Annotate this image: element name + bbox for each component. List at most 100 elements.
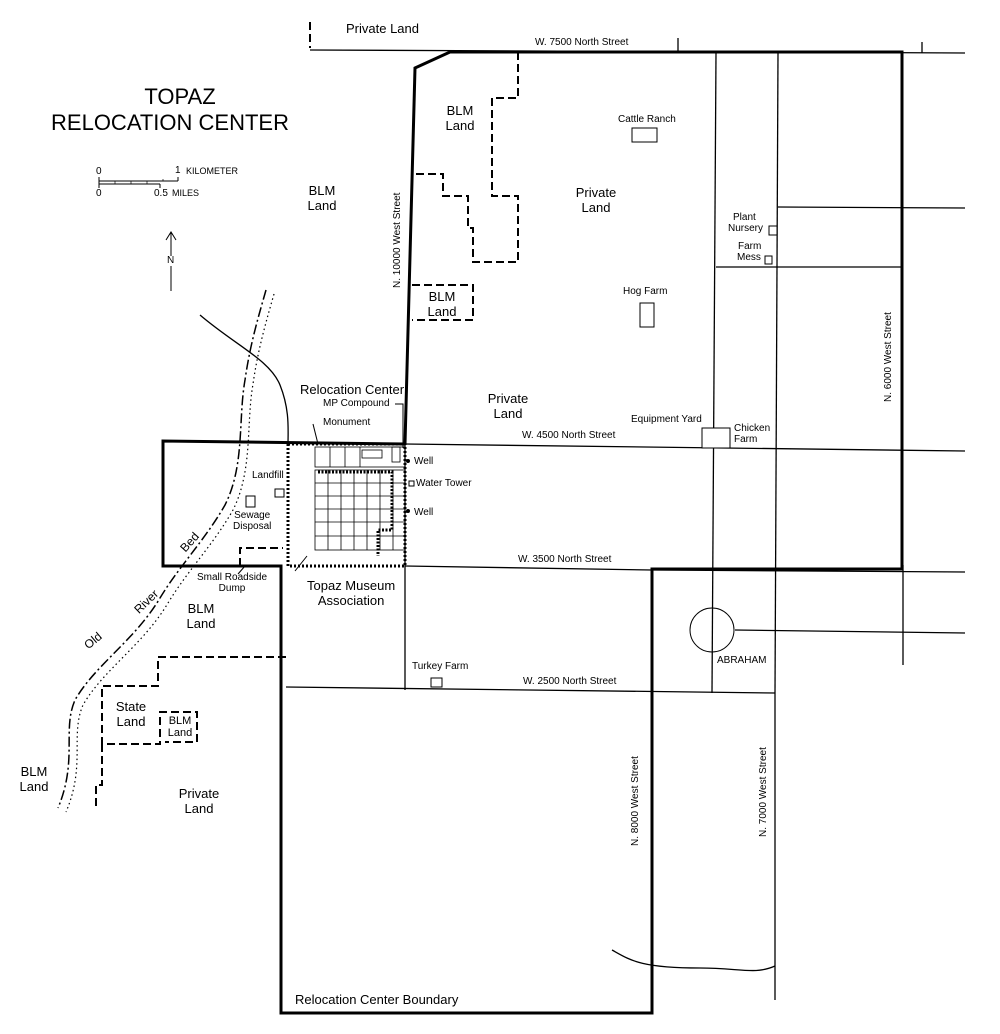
feature-museum: Topaz Museum Association	[307, 578, 395, 608]
road-label-n7000: N. 7000 West Street	[758, 747, 769, 837]
blm-lower-outline	[101, 656, 286, 745]
land-blm-small-line2: Land	[427, 304, 457, 319]
feature-turkey-farm: Turkey Farm	[412, 661, 469, 672]
hog-farm-box	[639, 302, 655, 328]
feature-roadside-dump: Small Roadside Dump	[197, 572, 267, 594]
landfill-box	[274, 488, 285, 498]
feature-monument: Monument	[323, 417, 371, 428]
feature-well-1: Well	[414, 456, 434, 467]
land-blm-tiny-line2: Land	[167, 727, 193, 739]
land-blm-tiny: BLM Land	[164, 715, 196, 739]
land-blm-lower-line2: Land	[186, 616, 216, 631]
feature-chicken-farm-line1: Chicken	[734, 423, 771, 434]
land-blm-tiny-line1: BLM	[168, 715, 192, 727]
road-bottom-spur	[611, 949, 776, 972]
feature-water-tower: Water Tower	[416, 478, 472, 489]
land-private-bottom: Private Land	[177, 786, 221, 816]
feature-roadside-dump-line1: Small Roadside	[197, 572, 268, 583]
road-label-w4500: W. 4500 North Street	[522, 430, 616, 441]
leader-lines	[237, 403, 404, 575]
feature-chicken-farm-line2: Farm	[734, 434, 758, 445]
road-nursery	[777, 206, 966, 209]
feature-sewage-line2: Disposal	[233, 521, 272, 532]
road-n8000	[711, 52, 717, 694]
land-state-line2: Land	[116, 714, 146, 729]
old-river-bed	[57, 289, 275, 813]
north-label: N	[167, 255, 175, 266]
land-blm-small: BLM Land	[425, 289, 459, 319]
land-private-main-line1: Private	[575, 185, 617, 200]
land-private-mid: Private Land	[486, 391, 530, 421]
land-blm-top-line2: Land	[445, 118, 475, 133]
road-label-w3500: W. 3500 North Street	[518, 554, 612, 565]
feature-museum-line2: Association	[317, 593, 385, 608]
feature-boundary: Relocation Center Boundary	[295, 992, 459, 1007]
land-private-bottom-line1: Private	[178, 786, 220, 801]
feature-equipment-yard: Equipment Yard	[631, 414, 702, 425]
private-bottom-outline	[95, 744, 103, 808]
feature-abraham: ABRAHAM	[717, 655, 767, 666]
land-private-mid-line1: Private	[487, 391, 529, 406]
road-label-n6000-east: N. 6000 West Street	[883, 312, 894, 402]
farm-mess-box	[764, 255, 773, 265]
road-label-w7500: W. 7500 North Street	[535, 37, 629, 48]
feature-farm-mess-line2: Mess	[737, 252, 761, 263]
feature-sewage: Sewage Disposal	[233, 510, 271, 532]
scale-km-one: 1	[175, 165, 181, 176]
land-blm-left-line2: Land	[307, 198, 337, 213]
road-w4500	[404, 443, 966, 452]
road-w3500	[404, 565, 653, 571]
well-2-marker	[406, 509, 410, 513]
land-boundaries	[95, 22, 519, 808]
feature-cattle-ranch: Cattle Ranch	[618, 114, 676, 125]
feature-chicken-farm: Chicken Farm	[734, 423, 770, 445]
blm-small-outline	[412, 284, 474, 321]
feature-farm-mess-line1: Farm	[738, 241, 762, 252]
feature-plant-nursery: Plant Nursery	[728, 212, 763, 234]
barracks-grid	[314, 446, 406, 551]
road-label-n8000: N. 8000 West Street	[630, 756, 641, 846]
feature-farm-mess: Farm Mess	[737, 241, 761, 263]
land-blm-far-line1: BLM	[20, 764, 48, 779]
land-private-top: Private Land	[346, 21, 419, 36]
land-private-mid-line2: Land	[493, 406, 523, 421]
land-private-main: Private Land	[574, 185, 618, 215]
museum-area	[286, 442, 407, 568]
land-blm-far: BLM Land	[17, 764, 51, 794]
plant-nursery-box	[768, 225, 778, 236]
dump-outline	[239, 547, 283, 566]
abraham-circle	[689, 607, 735, 653]
land-blm-lower: BLM Land	[184, 601, 218, 631]
river-line-dashdot	[57, 289, 267, 809]
blm-top-outline	[415, 52, 519, 263]
land-blm-top-line1: BLM	[446, 103, 474, 118]
feature-boxes	[245, 127, 778, 688]
feature-museum-line1: Topaz Museum	[307, 578, 396, 593]
map-title-line1: TOPAZ	[144, 84, 216, 109]
feature-hog-farm: Hog Farm	[623, 286, 668, 297]
well-1-marker	[406, 459, 410, 463]
scale-bar	[98, 177, 179, 188]
land-blm-far-line2: Land	[19, 779, 49, 794]
turkey-farm-box	[430, 677, 443, 688]
feature-relocation-center: Relocation Center	[300, 382, 405, 397]
land-blm-top: BLM Land	[443, 103, 477, 133]
land-blm-left: BLM Land	[305, 183, 339, 213]
sewage-box	[245, 495, 256, 508]
scale-km-zero: 0	[96, 166, 102, 177]
feature-plant-nursery-line2: Nursery	[728, 223, 764, 234]
feature-roadside-dump-line2: Dump	[218, 583, 246, 594]
land-blm-left-line1: BLM	[308, 183, 336, 198]
scale-mi-half: 0.5	[154, 188, 168, 199]
relocation-center-site	[286, 442, 407, 568]
land-blm-lower-line1: BLM	[187, 601, 215, 616]
feature-well-2: Well	[414, 507, 434, 518]
water-tower-box	[408, 480, 415, 487]
scale-mi-unit: MILES	[172, 188, 200, 198]
equipment-yard-box	[701, 427, 731, 449]
land-private-main-line2: Land	[581, 200, 611, 215]
feature-plant-nursery-line1: Plant	[733, 212, 756, 223]
relocation-center-boundary	[161, 50, 904, 1015]
feature-mp-compound: MP Compound	[323, 398, 390, 409]
